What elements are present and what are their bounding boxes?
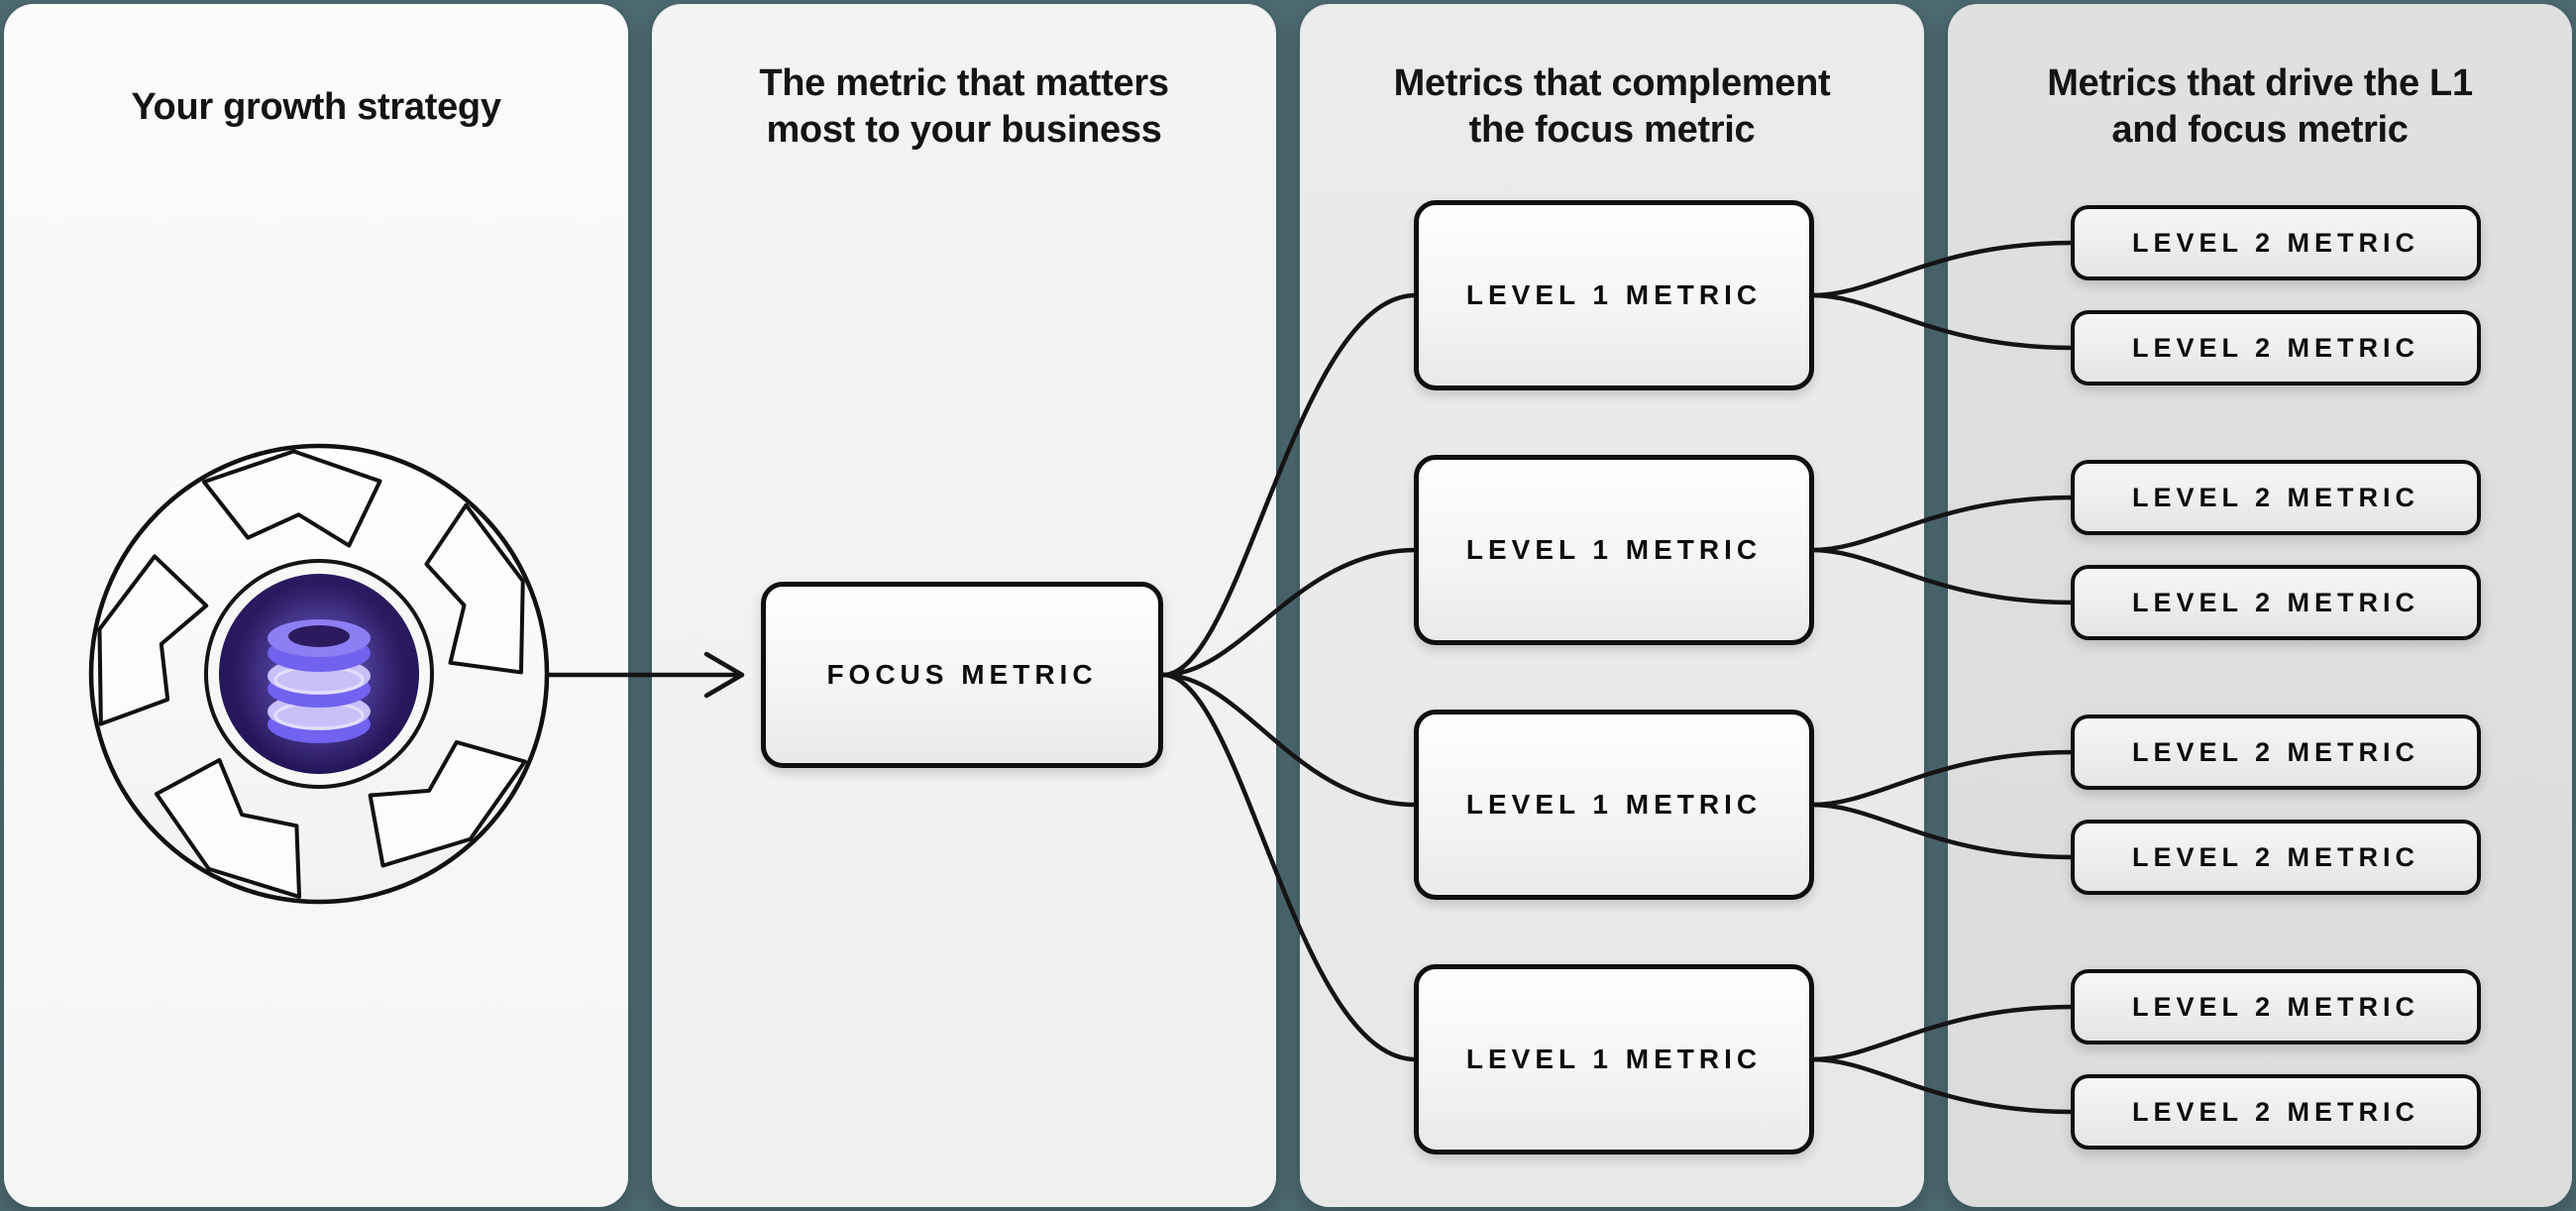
level2-metric-label: LEVEL 2 METRIC bbox=[2131, 587, 2420, 617]
level2-metric-label: LEVEL 2 METRIC bbox=[2131, 841, 2420, 872]
level1-metric-label: LEVEL 1 METRIC bbox=[1465, 534, 1763, 565]
level1-metric-box: LEVEL 1 METRIC bbox=[1414, 964, 1814, 1155]
level2-metric-label: LEVEL 2 METRIC bbox=[2131, 482, 2420, 512]
level1-metric-box: LEVEL 1 METRIC bbox=[1414, 710, 1814, 900]
level2-metric-box: LEVEL 2 METRIC bbox=[2071, 205, 2481, 280]
level2-metric-label: LEVEL 2 METRIC bbox=[2131, 227, 2420, 258]
title-line: the focus metric bbox=[1468, 109, 1756, 151]
level2-metric-label: LEVEL 2 METRIC bbox=[2131, 332, 2420, 363]
level2-metric-box: LEVEL 2 METRIC bbox=[2071, 715, 2481, 790]
title-line: The metric that matters bbox=[759, 62, 1169, 104]
level2-metric-box: LEVEL 2 METRIC bbox=[2071, 460, 2481, 535]
focus-metric-box: FOCUS METRIC bbox=[761, 582, 1163, 768]
level2-metric-box: LEVEL 2 METRIC bbox=[2071, 969, 2481, 1045]
level1-metric-label: LEVEL 1 METRIC bbox=[1465, 789, 1763, 820]
level1-metric-label: LEVEL 1 METRIC bbox=[1465, 1044, 1763, 1074]
title-line: most to your business bbox=[766, 109, 1162, 151]
panel-level2-metrics-title: Metrics that drive the L1 and focus metr… bbox=[1948, 34, 2572, 180]
level2-metric-label: LEVEL 2 METRIC bbox=[2131, 736, 2420, 767]
focus-metric-label: FOCUS METRIC bbox=[826, 659, 1098, 690]
level2-metric-box: LEVEL 2 METRIC bbox=[2071, 1074, 2481, 1150]
title-line: Metrics that drive the L1 bbox=[2047, 62, 2473, 104]
level2-metric-box: LEVEL 2 METRIC bbox=[2071, 310, 2481, 385]
level1-metric-label: LEVEL 1 METRIC bbox=[1465, 279, 1763, 310]
title-line: and focus metric bbox=[2111, 109, 2409, 151]
level1-metric-box: LEVEL 1 METRIC bbox=[1414, 200, 1814, 390]
level2-metric-box: LEVEL 2 METRIC bbox=[2071, 820, 2481, 895]
title-line: Your growth strategy bbox=[131, 85, 501, 128]
level2-metric-label: LEVEL 2 METRIC bbox=[2131, 1096, 2420, 1127]
panel-level1-metrics-title: Metrics that complement the focus metric bbox=[1300, 34, 1924, 180]
title-line: Metrics that complement bbox=[1393, 62, 1831, 104]
panel-focus-metric-title: The metric that matters most to your bus… bbox=[652, 34, 1276, 180]
level2-metric-box: LEVEL 2 METRIC bbox=[2071, 565, 2481, 640]
panel-growth-strategy-title: Your growth strategy bbox=[4, 34, 628, 180]
level1-metric-box: LEVEL 1 METRIC bbox=[1414, 455, 1814, 645]
level2-metric-label: LEVEL 2 METRIC bbox=[2131, 991, 2420, 1022]
panel-growth-strategy: Your growth strategy bbox=[4, 4, 628, 1207]
